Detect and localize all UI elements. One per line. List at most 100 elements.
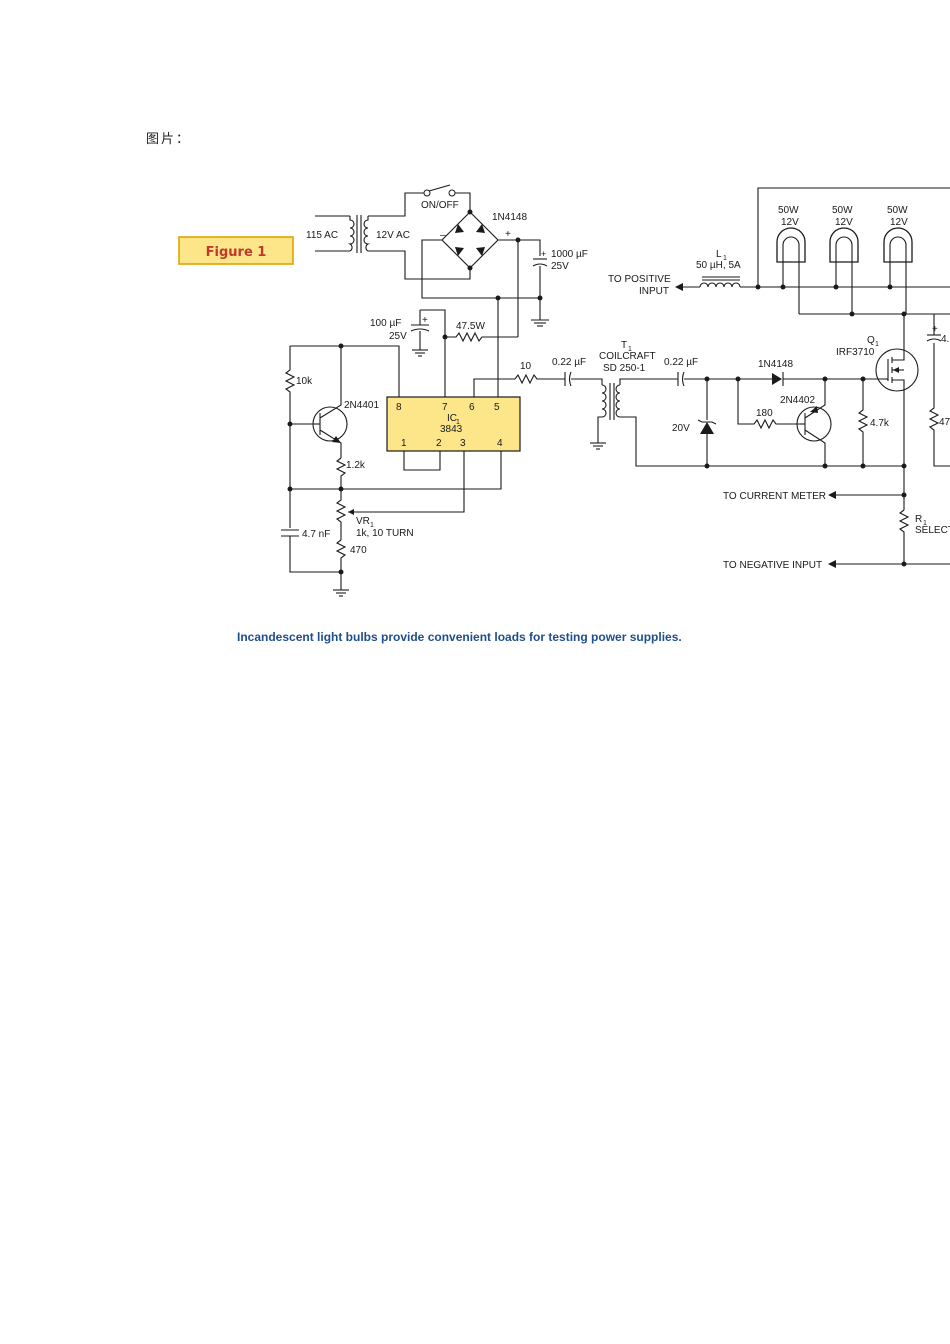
c100-voltage: 25V: [389, 331, 407, 342]
capacitor-right-partial: + 4.: [926, 314, 949, 345]
c1000-value: 1000 µF: [551, 249, 588, 260]
t1-part: SD 250-1: [603, 363, 646, 374]
resistor-1-2k: 1.2k: [335, 457, 366, 489]
pin-3: 3: [460, 438, 466, 449]
bulb1-volts: 12V: [781, 217, 799, 228]
transformer-t1: T 1 COILCRAFT SD 250-1: [599, 340, 656, 420]
capacitor-0-22uf-b: 0.22 µF: [664, 357, 772, 387]
svg-text:+: +: [541, 249, 546, 259]
to-positive-label-2: INPUT: [639, 286, 669, 297]
c022b-label: 0.22 µF: [664, 357, 698, 368]
capacitor-0-22uf-a: 0.22 µF: [552, 357, 603, 387]
r10k-label: 10k: [296, 376, 313, 387]
zener-20v: 20V: [672, 379, 717, 466]
q1-part: IRF3710: [836, 347, 875, 358]
diode-label: 1N4148: [758, 359, 793, 370]
pin-5: 5: [494, 402, 500, 413]
to-current-meter-label: TO CURRENT METER: [723, 491, 826, 502]
vr1-value: 1k, 10 TURN: [356, 528, 414, 539]
t1-sub: 1: [628, 346, 632, 353]
r4k7-label: 4.7k: [870, 418, 890, 429]
switch-label: ON/OFF: [421, 200, 459, 211]
ground-symbol-left: [333, 572, 349, 597]
q2n4402-label: 2N4402: [780, 395, 815, 406]
r1-label: R: [915, 514, 922, 525]
r47-label: 47.5W: [456, 321, 485, 332]
c022a-label: 0.22 µF: [552, 357, 586, 368]
t1-label: T: [621, 340, 627, 351]
transistor-2n4402: 2N4402: [780, 379, 832, 466]
ic-part: 3843: [440, 424, 463, 435]
bulb-2: 50W 12V: [829, 205, 859, 263]
q1-sub: 1: [875, 341, 879, 348]
pin-4: 4: [497, 438, 503, 449]
bridge-label: 1N4148: [492, 212, 527, 223]
c100-plus: +: [422, 315, 428, 326]
bridge-minus: –: [440, 230, 446, 241]
vr1-sub: 1: [370, 522, 374, 529]
figure-badge: Figure 1: [178, 236, 294, 265]
capacitor-100uf: 100 µF 25V +: [370, 310, 430, 357]
r180-label: 180: [756, 408, 773, 419]
resistor-470: 470: [335, 539, 367, 572]
vr1-label: VR: [356, 516, 370, 527]
cap-right-plus: +: [932, 324, 938, 335]
r470-label: 470: [350, 545, 367, 556]
r1-sub: 1: [923, 520, 927, 527]
capacitor-4-7nf: 4.7 nF: [281, 529, 341, 573]
q1-label: Q: [867, 335, 875, 346]
resistor-10k: 10k: [284, 346, 313, 424]
transistor-2n4401: 2N4401: [312, 346, 379, 458]
resistor-10: 10: [514, 361, 565, 385]
figure-caption: Incandescent light bulbs provide conveni…: [237, 630, 682, 644]
pin-2: 2: [436, 438, 442, 449]
pin-8: 8: [396, 402, 402, 413]
input-transformer: 115 AC 12V AC: [306, 215, 410, 253]
l1-label: L: [716, 249, 722, 260]
ac-input-label: 115 AC: [306, 230, 338, 241]
to-positive-label-1: TO POSITIVE: [608, 274, 671, 285]
resistor-180: 180: [737, 379, 800, 430]
ic-name: IC: [447, 413, 457, 424]
pin-7: 7: [442, 402, 448, 413]
resistor-47-5: 47.5W: [445, 321, 518, 343]
ac-secondary-label: 12V AC: [376, 230, 410, 241]
r1k2-label: 1.2k: [346, 460, 366, 471]
potentiometer-vr1: VR 1 1k, 10 TURN: [335, 489, 414, 540]
bulb2-watts: 50W: [832, 205, 853, 216]
t1-mfr: COILCRAFT: [599, 351, 656, 362]
q2n4401-label: 2N4401: [344, 400, 379, 411]
inductor-l1: L 1 50 µH, 5A: [675, 249, 758, 291]
bulb1-watts: 50W: [778, 205, 799, 216]
cap-right-label: 4.: [941, 334, 949, 345]
bulb3-volts: 12V: [890, 217, 908, 228]
diode-1n4148: 1N4148: [758, 359, 884, 386]
figure-badge-text: Figure 1: [206, 245, 267, 260]
page-label: 图片：: [146, 132, 192, 147]
ic1-3843: 8 7 6 5 IC 1 3843 1 2 3 4: [386, 396, 521, 452]
resistor-right-partial: 47: [928, 343, 950, 467]
bulb-1: 50W 12V: [776, 205, 806, 263]
ic-sub: 1: [456, 419, 460, 426]
mosfet-q1: Q 1 IRF3710: [836, 314, 919, 466]
capacitor-1000uf: 1000 µF 25V +: [532, 249, 588, 320]
bulb3-watts: 50W: [887, 205, 908, 216]
r10-label: 10: [520, 361, 532, 372]
l1-sub: 1: [723, 255, 727, 262]
bulb-3: 50W 12V: [883, 205, 913, 263]
ground-symbol: [531, 319, 549, 327]
zener-label: 20V: [672, 423, 690, 434]
c47nf-label: 4.7 nF: [302, 529, 330, 540]
c1000-voltage: 25V: [551, 261, 569, 272]
to-negative-label: TO NEGATIVE INPUT: [723, 560, 822, 571]
c100-value: 100 µF: [370, 318, 401, 329]
res-right-label: 47: [939, 417, 950, 428]
pin-6: 6: [469, 402, 475, 413]
bridge-plus: +: [505, 229, 511, 240]
ground-symbol-t1: [590, 442, 606, 450]
resistor-4-7k: 4.7k: [857, 379, 890, 466]
l1-value: 50 µH, 5A: [696, 260, 741, 271]
